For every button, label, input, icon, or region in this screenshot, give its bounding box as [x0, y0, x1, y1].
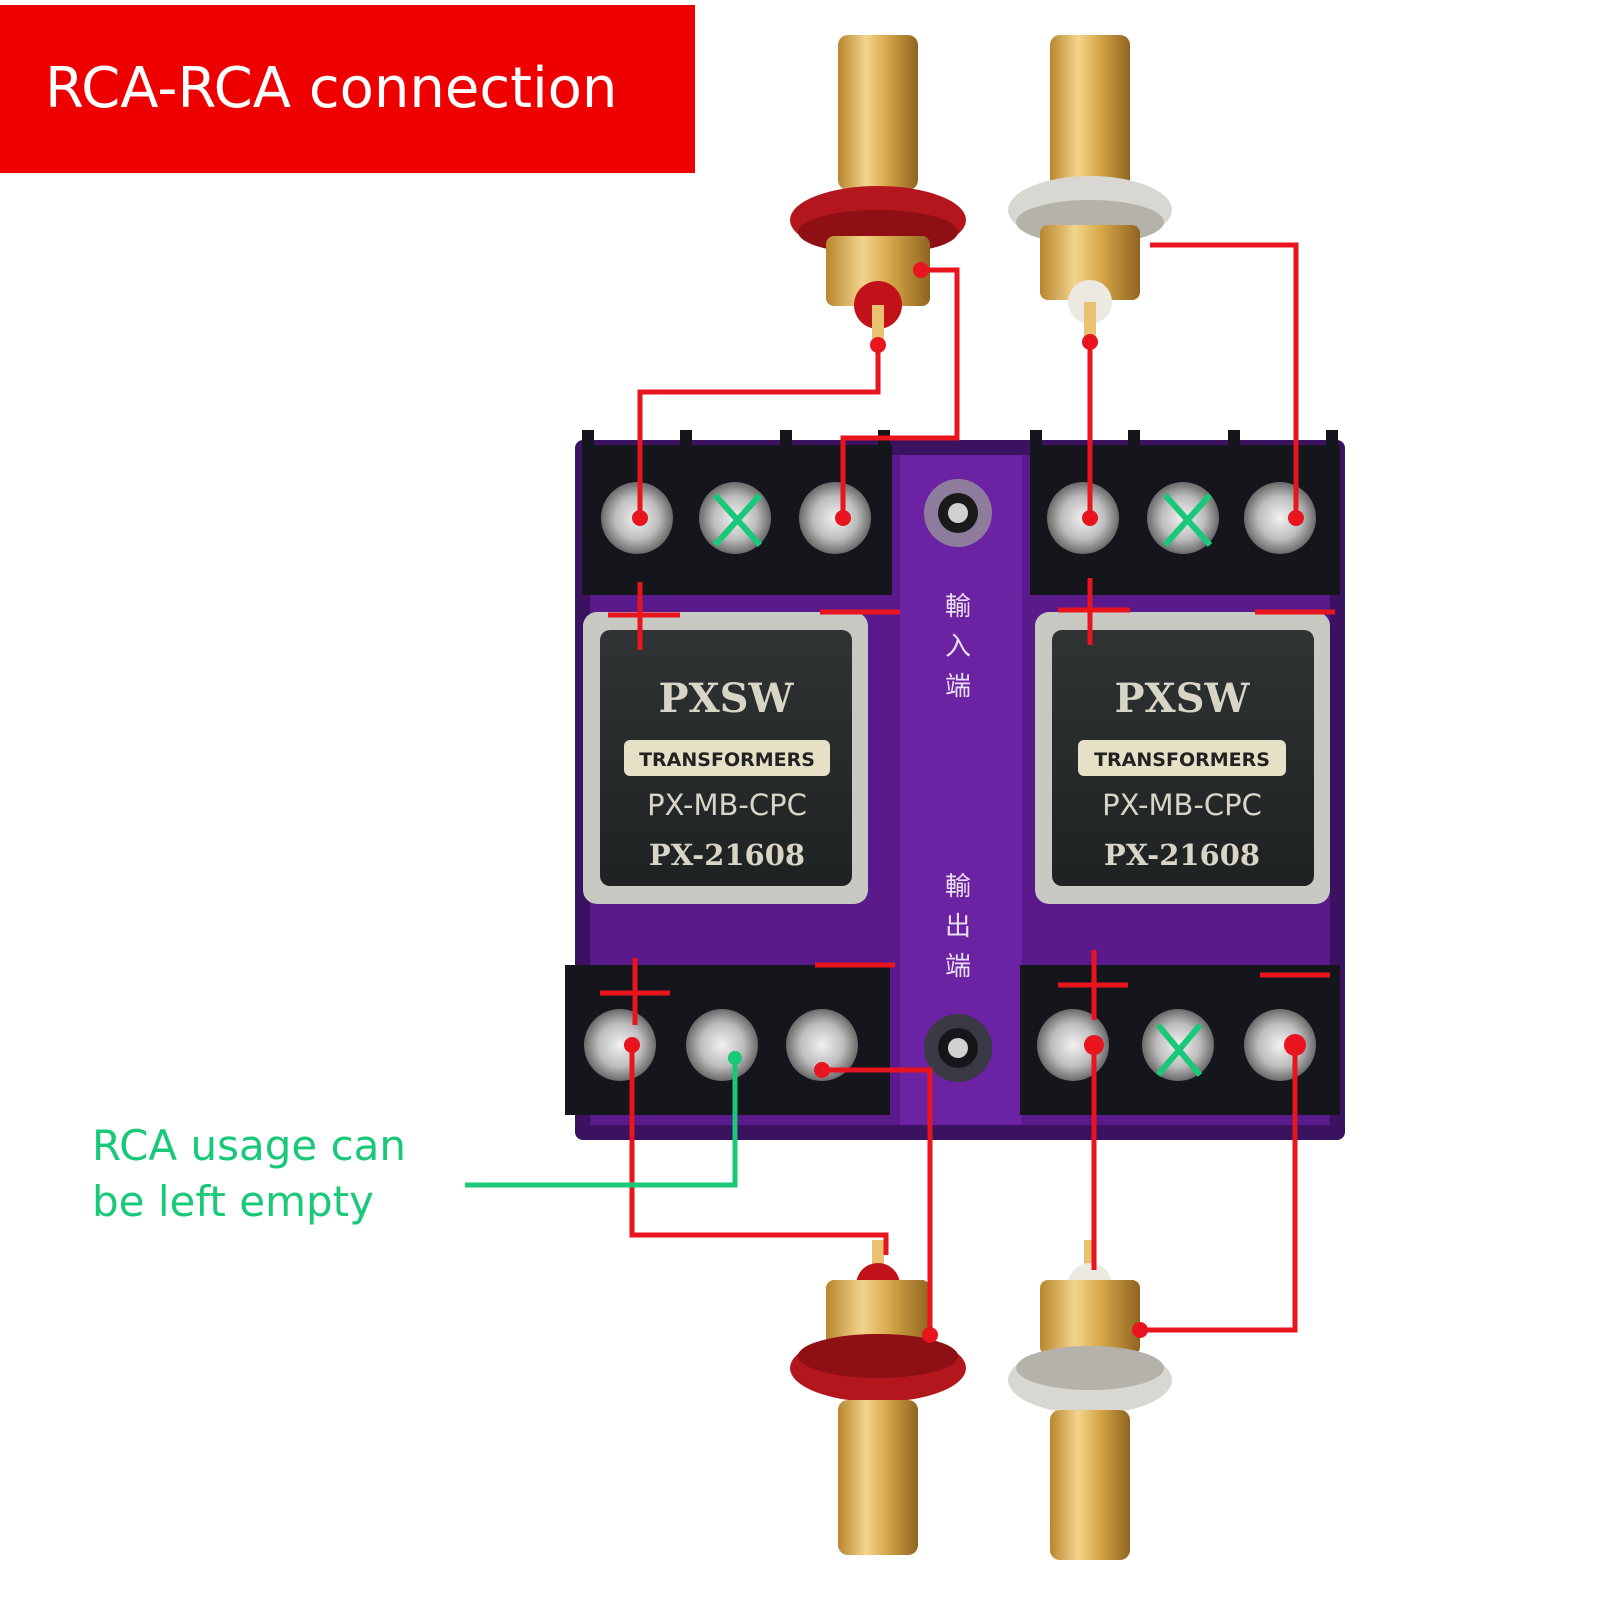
board-output-label: 輸 出 端: [945, 872, 971, 982]
svg-text:端: 端: [945, 672, 971, 702]
green-joint-icon: [728, 1051, 742, 1065]
svg-text:出: 出: [945, 912, 971, 942]
svg-text:PXSW: PXSW: [659, 675, 795, 722]
wire-joint-icon: [624, 262, 1306, 1343]
rca-jack-white-icon: [1008, 35, 1172, 342]
svg-text:端: 端: [945, 952, 971, 982]
svg-text:入: 入: [945, 632, 971, 662]
mounting-hole-icon: [924, 479, 992, 1082]
transformer-right: PXSW TRANSFORMERS PX-MB-CPC PX-21608: [1035, 612, 1330, 904]
board-input-label: 輸 入 端: [945, 592, 971, 702]
svg-text:PX-21608: PX-21608: [649, 838, 805, 872]
rca-jack-red-icon: [790, 35, 966, 345]
svg-text:PXSW: PXSW: [1115, 675, 1251, 722]
page-title: RCA-RCA connection: [45, 56, 618, 121]
svg-text:PX-21608: PX-21608: [1104, 838, 1260, 872]
callout-note: RCA usage can be left empty: [92, 1118, 406, 1230]
screw-terminal-icon: [584, 482, 1316, 1081]
svg-text:輸: 輸: [945, 872, 971, 902]
plus-mark-icon: [600, 578, 1130, 1025]
red-wiring: [629, 242, 1299, 1335]
minus-mark-icon: [815, 609, 1335, 978]
unused-x-mark-icon: [712, 492, 1213, 1077]
svg-text:PX-MB-CPC: PX-MB-CPC: [1102, 788, 1262, 822]
title-banner: RCA-RCA connection: [0, 5, 695, 173]
transformer-left: PXSW TRANSFORMERS PX-MB-CPC PX-21608: [583, 612, 868, 904]
rca-jack-red-icon: [790, 1240, 966, 1555]
rca-jack-white-icon: [1008, 1240, 1172, 1560]
callout-note-line1: RCA usage can: [92, 1121, 407, 1170]
svg-text:TRANSFORMERS: TRANSFORMERS: [1094, 749, 1270, 771]
svg-text:TRANSFORMERS: TRANSFORMERS: [639, 749, 815, 771]
callout-note-line2: be left empty: [92, 1177, 374, 1226]
svg-text:PX-MB-CPC: PX-MB-CPC: [647, 788, 807, 822]
green-callout-line: [465, 1058, 738, 1188]
svg-text:輸: 輸: [945, 592, 971, 622]
